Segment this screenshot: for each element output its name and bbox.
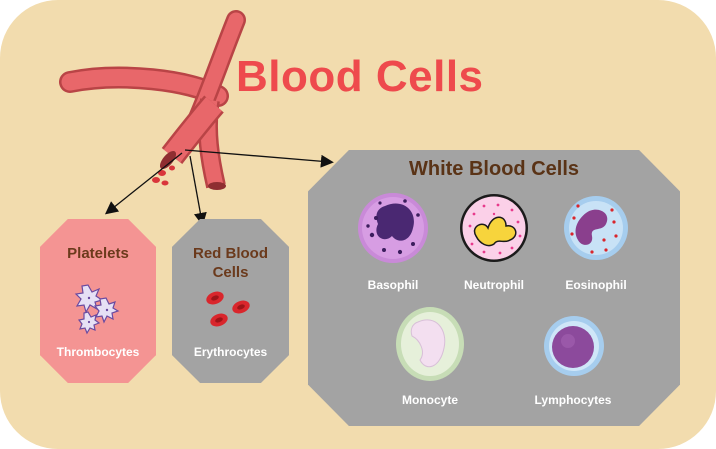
lymphocytes-label: Lymphocytes [534,393,612,407]
eosinophil-label: Eosinophil [565,278,627,292]
arrow-to-white-blood-cells [184,149,334,168]
red-blood-cells-heading-line1: Red Blood [193,245,268,262]
monocyte-label: Monocyte [401,393,458,407]
red-blood-cells-heading-line2: Cells [212,264,249,281]
white-blood-cells-heading: White Blood Cells [409,158,579,180]
platelets-heading: Platelets [67,245,129,262]
neutrophil-label: Neutrophil [464,278,524,292]
eosinophil-icon [564,196,628,260]
blood-drops [152,165,175,186]
red-blood-cells-panel [172,219,289,383]
red-blood-cells-heading: Red Blood Cells [172,244,289,282]
lymphocyte-icon [544,316,604,376]
vessel-shape [59,10,246,190]
platelets-subtitle: Thrombocytes [56,345,140,359]
monocyte-icon [396,307,464,381]
basophil-icon [358,193,428,263]
basophil-label: Basophil [367,278,419,292]
page-title: Blood Cells [236,52,484,101]
red-blood-cells-subtitle: Erythrocytes [193,345,268,359]
arrow-to-red-blood-cells [189,155,207,226]
arrow-to-platelets [104,152,183,215]
neutrophil-icon [460,194,528,262]
